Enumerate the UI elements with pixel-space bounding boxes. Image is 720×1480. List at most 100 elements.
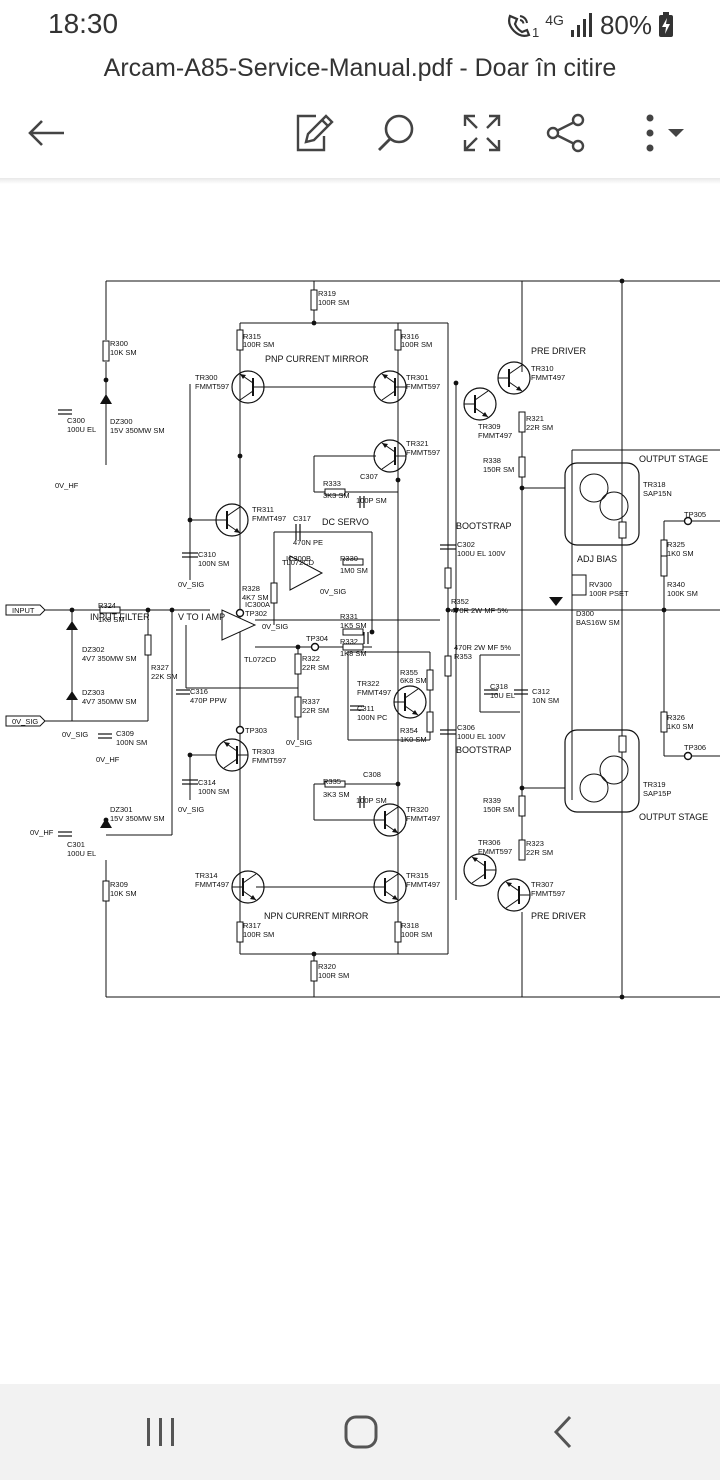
label-adj-bias: ADJ BIAS xyxy=(577,554,617,564)
component-label-r330-ref: R330 xyxy=(340,554,358,563)
net-ov-sig-2: 0V_SIG xyxy=(262,622,288,631)
component-label-r354-ref: R354 xyxy=(400,726,418,735)
network-type: 4G xyxy=(545,12,564,28)
status-time: 18:30 xyxy=(48,8,119,39)
component-label-r321-value: 22R SM xyxy=(526,423,553,432)
sim-slot-label: 1 xyxy=(532,24,540,40)
component-label-tr301-ref: TR301 xyxy=(406,373,429,382)
component-label-c308-value: 100P SM xyxy=(356,796,387,805)
status-bar: 18:30 1 4G 80% xyxy=(0,0,720,50)
transistor-tr311 xyxy=(215,503,249,537)
back-button[interactable] xyxy=(14,100,78,166)
component-label-d300-ref: D300 xyxy=(576,609,594,618)
fullscreen-icon xyxy=(463,114,501,152)
net-ov-sig-3: 0V_SIG xyxy=(320,587,346,596)
transistor-tr320 xyxy=(373,803,407,837)
component-label-r332-ref: R332 xyxy=(340,637,358,646)
component-label-c307-ref: C307 xyxy=(360,472,378,481)
recent-apps-button[interactable] xyxy=(116,1402,206,1462)
more-menu-button[interactable] xyxy=(626,100,706,166)
recent-apps-icon xyxy=(147,1418,174,1446)
component-label-r318-ref: R318 xyxy=(401,921,419,930)
component-label-tr301-value: FMMT597 xyxy=(406,382,440,391)
component-label-r300-ref: R300 xyxy=(110,339,128,348)
component-label-r300-value: 10K SM xyxy=(110,348,137,357)
edit-button[interactable] xyxy=(282,100,346,166)
component-label-r309-value: 10K SM xyxy=(110,889,137,898)
component-label-tr322-value: FMMT497 xyxy=(357,688,391,697)
component-label-c311-value: 100N PC xyxy=(357,713,388,722)
fullscreen-button[interactable] xyxy=(450,100,514,166)
component-label-dz300-ref: DZ300 xyxy=(110,417,133,426)
component-label-c314-value: 100N SM xyxy=(198,787,229,796)
component-label-tr314-value: FMMT497 xyxy=(195,880,229,889)
search-button[interactable] xyxy=(364,100,428,166)
battery-charging-icon xyxy=(659,12,673,37)
tp305-label: TP305 xyxy=(684,510,706,519)
component-label-r354-value: 1K0 SM xyxy=(400,735,427,744)
component-label-r339-ref: R339 xyxy=(483,796,501,805)
back-icon xyxy=(553,1415,572,1449)
pdf-page-view[interactable]: INPUT 0V_SIG 0V_HF 0V_HF 0V_HF 0V_SIG 0V… xyxy=(0,184,720,1384)
opamp-ic300a xyxy=(221,609,257,641)
label-output-stage-top: OUTPUT STAGE xyxy=(639,454,708,464)
battery-percent: 80% xyxy=(599,9,652,40)
label-bootstrap-bottom: BOOTSTRAP xyxy=(456,745,512,755)
component-label-ic300b-ref: IC300B xyxy=(286,554,311,563)
toolbar-divider xyxy=(0,178,720,184)
component-label-r337-value: 22R SM xyxy=(302,706,329,715)
component-label-c300-ref: C300 xyxy=(67,416,85,425)
tp303-label: TP303 xyxy=(245,726,267,735)
document-title: Arcam-A85-Service-Manual.pdf - Doar în c… xyxy=(103,54,617,82)
component-label-c307-value: 100P SM xyxy=(356,496,387,505)
component-label-tr309-ref: TR309 xyxy=(478,422,501,431)
component-label-c318-value: 10U EL xyxy=(490,691,515,700)
component-label-tr310-value: FMMT497 xyxy=(531,373,565,382)
component-label-dz301-ref: DZ301 xyxy=(110,805,133,814)
component-label-r326-ref: R326 xyxy=(667,713,685,722)
component-label-c312-ref: C312 xyxy=(532,687,550,696)
transistor-tr301 xyxy=(373,370,407,404)
component-label-r316-value: 100R SM xyxy=(401,340,432,349)
component-label-tr309-value: FMMT497 xyxy=(478,431,512,440)
net-ov-sig-5: 0V_SIG xyxy=(286,738,312,747)
label-pre-driver-top: PRE DRIVER xyxy=(531,346,587,356)
search-icon xyxy=(378,114,414,151)
toolbar xyxy=(0,100,720,170)
component-label-c310-value: 100N SM xyxy=(198,559,229,568)
signal-icon xyxy=(570,13,592,37)
component-label-r315-value: 100R SM xyxy=(243,340,274,349)
component-label-r335-value: 3K3 SM xyxy=(323,790,350,799)
component-label-r327-ref: R327 xyxy=(151,663,169,672)
component-label-r320-value: 100R SM xyxy=(318,971,349,980)
component-label-r309-ref: R309 xyxy=(110,880,128,889)
component-label-tr314-ref: TR314 xyxy=(195,871,218,880)
component-label-c302-value: 100U EL 100V xyxy=(457,549,506,558)
net-ov-sig-4: 0V_SIG xyxy=(62,730,88,739)
opamp-ic300b xyxy=(289,555,324,591)
output-stage-tr319 xyxy=(564,729,640,813)
label-pre-driver-bottom: PRE DRIVER xyxy=(531,911,587,921)
component-label-c300-value: 100U EL xyxy=(67,425,96,434)
component-label-c310-ref: C310 xyxy=(198,550,216,559)
label-npn-mirror: NPN CURRENT MIRROR xyxy=(264,911,369,921)
component-label-c316-ref: C316 xyxy=(190,687,208,696)
component-label-r332-value: 1K8 SM xyxy=(340,649,367,658)
more-menu-icon xyxy=(646,114,684,152)
component-label-r333-value: 3K3 SM xyxy=(323,491,350,500)
component-label-tr303-ref: TR303 xyxy=(252,747,275,756)
component-label-r328-value: 4K7 SM xyxy=(242,593,269,602)
share-button[interactable] xyxy=(534,100,598,166)
component-label-c316-value: 470P PPW xyxy=(190,696,227,705)
label-v-to-i: V TO I AMP xyxy=(178,612,225,622)
component-label-dz300-value: 15V 350MW SM xyxy=(110,426,165,435)
home-button[interactable] xyxy=(316,1402,406,1462)
nav-back-button[interactable] xyxy=(518,1402,608,1462)
transistor-tr309 xyxy=(463,387,497,421)
net-ov-hf-mid: 0V_HF xyxy=(96,755,120,764)
component-label-r337-ref: R337 xyxy=(302,697,320,706)
component-label-tr321-ref: TR321 xyxy=(406,439,429,448)
output-stage-tr318 xyxy=(564,462,640,546)
component-label-c314-ref: C314 xyxy=(198,778,216,787)
label-input-filter: INPUT FILTER xyxy=(90,612,150,622)
